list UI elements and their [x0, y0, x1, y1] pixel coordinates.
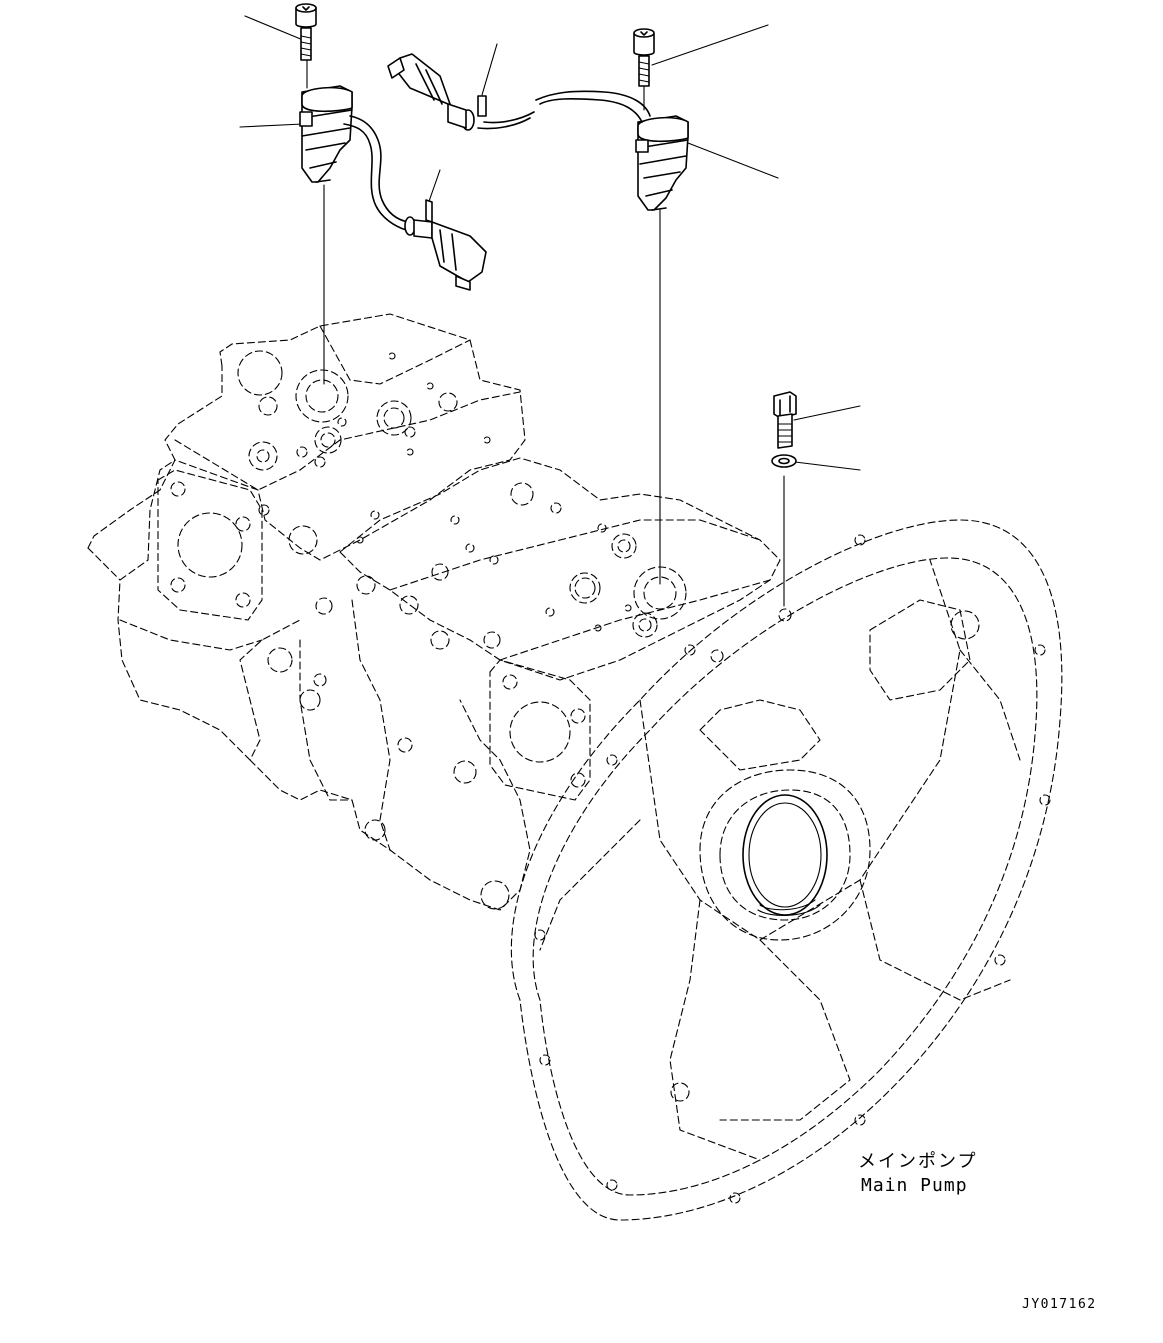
- main-pump-outline: [87, 313, 792, 911]
- flywheel-housing-outline: [510, 519, 1063, 1221]
- washer: [771, 454, 797, 468]
- main-pump-label-en: Main Pump: [861, 1175, 968, 1196]
- right-sensor: [387, 53, 689, 211]
- right-bolt: [633, 28, 655, 87]
- mounting-bolt: [773, 391, 797, 449]
- drawing-number: JY017162: [1022, 1297, 1097, 1312]
- left-bolt: [295, 3, 317, 61]
- leader-lines: [239, 15, 861, 607]
- main-pump-label-jp: メインポンプ: [858, 1151, 978, 1172]
- left-sensor: [299, 85, 487, 291]
